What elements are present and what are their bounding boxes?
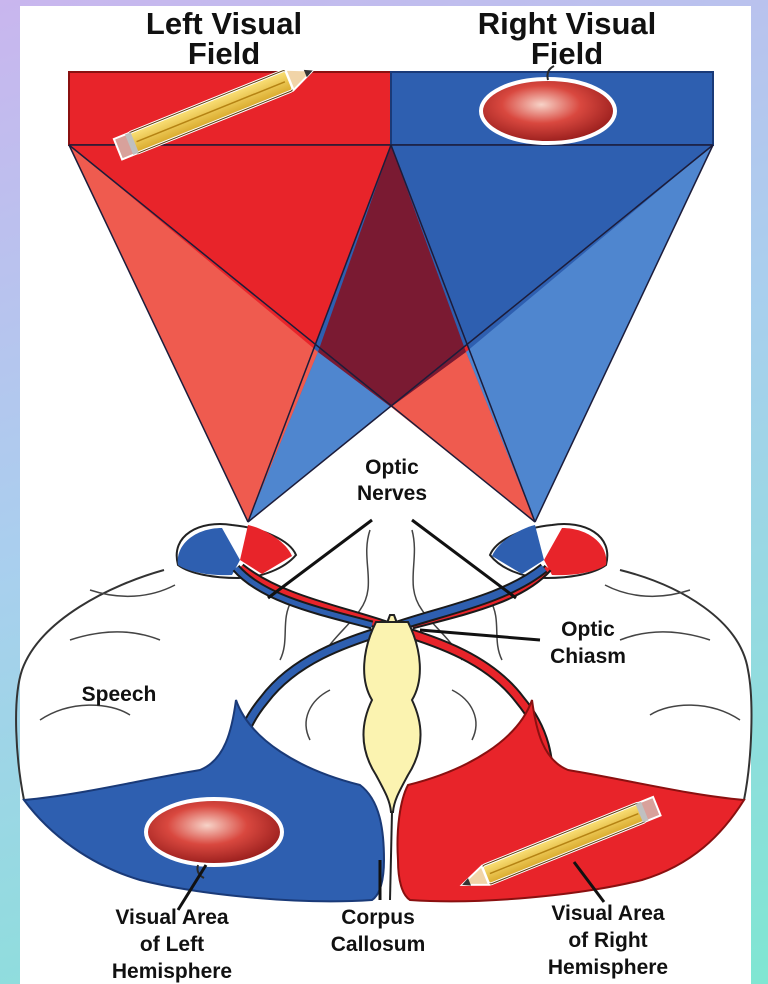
optic-nerves-label-line2: Nerves (357, 482, 427, 505)
visual-area-left-label-line3: Hemisphere (112, 960, 232, 983)
visual-area-left-label-line2: of Left (140, 933, 204, 956)
speech-label: Speech (82, 683, 157, 706)
left-visual-field-label-line2: Field (188, 36, 260, 71)
corpus-callosum-label-line1: Corpus (341, 906, 415, 929)
visual-area-right-label-line2: of Right (568, 929, 647, 952)
visual-area-right-label-line1: Visual Area (551, 902, 665, 925)
visual-area-left-label-line1: Visual Area (115, 906, 229, 929)
corpus-callosum-midline (390, 812, 392, 900)
visual-area-right-label-line3: Hemisphere (548, 956, 668, 979)
right-visual-area (397, 700, 744, 901)
optic-chiasm-label-line1: Optic (561, 618, 615, 641)
corpus-callosum-label-line2: Callosum (331, 933, 426, 956)
optic-chiasm-label-line2: Chiasm (550, 645, 626, 668)
optic-nerves-label-line1: Optic (365, 456, 419, 479)
right-visual-field-label-line2: Field (531, 36, 603, 71)
